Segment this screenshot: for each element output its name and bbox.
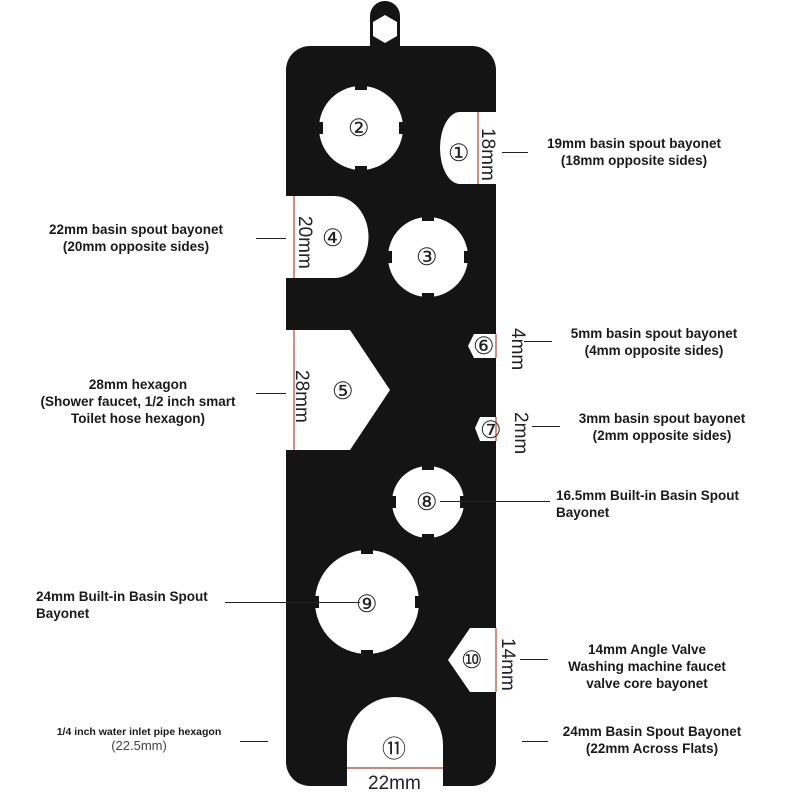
- dimension-4mm: 4mm: [507, 328, 528, 371]
- dimension-22mm: 22mm: [368, 773, 421, 794]
- marker-1: ①: [448, 140, 470, 167]
- label-part-9: 24mm Built-in Basin Spout Bayonet: [36, 589, 208, 621]
- leader-7: [532, 426, 560, 427]
- marker-5: ⑤: [332, 378, 354, 405]
- label-part-8: 16.5mm Built-in Basin Spout Bayonet: [556, 488, 740, 520]
- leader-4: [256, 238, 286, 239]
- dimension-28mm: 28mm: [291, 370, 312, 423]
- marker-7: ⑦: [480, 417, 502, 444]
- label-part-10: 14mm Angle Valve Washing machine faucet …: [568, 642, 726, 691]
- label-part-7: 3mm basin spout bayonet (2mm opposite si…: [578, 411, 746, 443]
- dimension-2mm: 2mm: [510, 412, 531, 455]
- marker-3: ③: [416, 244, 438, 271]
- leader-24mm-spout: [522, 741, 548, 742]
- leader-8: [440, 501, 550, 502]
- label-part-4: 22mm basin spout bayonet (20mm opposite …: [48, 222, 224, 254]
- marker-8: ⑧: [416, 489, 438, 516]
- dimension-18mm: 18mm: [477, 128, 498, 181]
- marker-4: ④: [322, 225, 344, 252]
- leader-1: [502, 152, 528, 153]
- marker-9: ⑨: [356, 591, 378, 618]
- leader-inlet: [240, 741, 268, 742]
- label-24mm-spout: 24mm Basin Spout Bayonet (22mm Across Fl…: [562, 724, 742, 756]
- leader-5: [256, 393, 286, 394]
- marker-2: ②: [348, 115, 370, 142]
- marker-10: ⑩: [461, 647, 483, 674]
- label-part-5: 28mm hexagon (Shower faucet, 1/2 inch sm…: [40, 377, 236, 426]
- dimension-14mm: 14mm: [497, 638, 518, 691]
- leader-6: [524, 341, 552, 342]
- marker-11: ⑪: [382, 736, 406, 763]
- marker-6: ⑥: [473, 333, 495, 360]
- label-inlet-hexagon: 1/4 inch water inlet pipe hexagon (22.5m…: [56, 726, 222, 753]
- label-part-1: 19mm basin spout bayonet (18mm opposite …: [546, 136, 722, 168]
- leader-9: [225, 602, 360, 603]
- dimension-20mm: 20mm: [294, 216, 315, 269]
- leader-10: [520, 659, 548, 660]
- label-part-6: 5mm basin spout bayonet (4mm opposite si…: [570, 326, 738, 358]
